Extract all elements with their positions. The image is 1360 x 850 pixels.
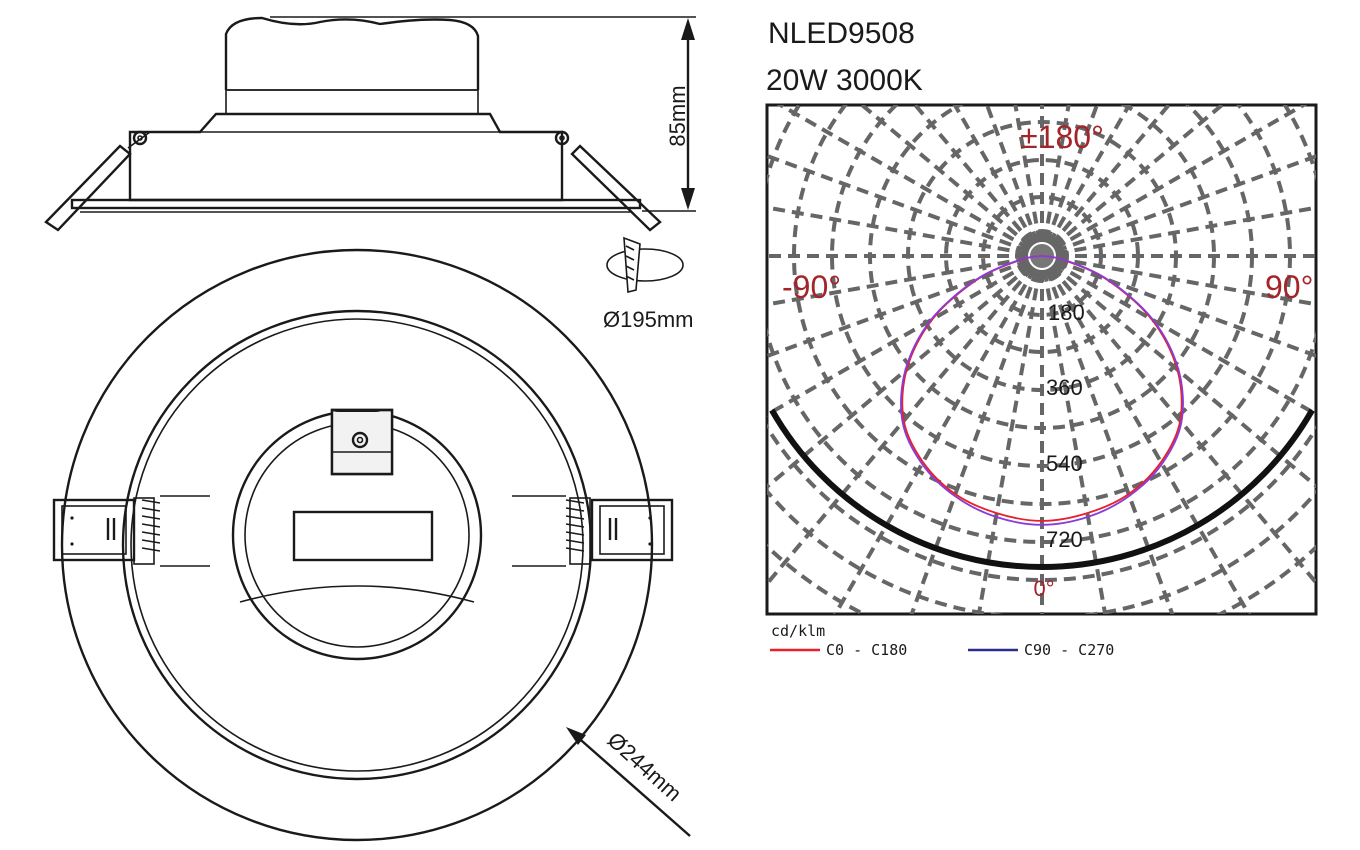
- polar-spoke: [858, 105, 1033, 249]
- polar-spoke: [1013, 105, 1042, 243]
- polar-spoke: [1051, 263, 1316, 489]
- polar-spoke: [1047, 267, 1252, 614]
- polar-spoke: [767, 261, 1031, 418]
- diameter-label: Ø244mm: [603, 727, 687, 806]
- polar-spoke: [1049, 265, 1316, 586]
- polar-spoke: [767, 153, 1030, 254]
- left-bracket: [52, 495, 210, 567]
- cutout-label: Ø195mm: [603, 307, 693, 332]
- inner-rim: [121, 309, 593, 781]
- polar-spoke: [1055, 256, 1316, 307]
- model-title: NLED9508: [768, 17, 915, 50]
- body-cone: [128, 112, 564, 202]
- height-dimension: 85mm: [270, 16, 696, 212]
- angle-top-label: ±180°: [1020, 119, 1104, 155]
- polar-spoke: [832, 267, 1037, 614]
- polar-spoke: [776, 105, 1031, 251]
- angle-bottom-label: 0°: [1033, 576, 1054, 601]
- polar-spoke: [767, 265, 1035, 587]
- polar-diagram: ±180° -90° 90° 0° 180 360 540 720: [765, 103, 1318, 616]
- angle-left-label: -90°: [782, 269, 841, 305]
- polar-spoke: [767, 263, 1033, 490]
- legend-c90-label: C90 - C270: [1024, 641, 1114, 659]
- diameter-dimension: Ø244mm: [566, 727, 691, 837]
- polar-spoke: [984, 105, 1040, 244]
- ring-label-540: 540: [1046, 451, 1083, 476]
- polar-spoke: [912, 105, 1035, 247]
- spec-subtitle: 20W 3000K: [766, 64, 923, 97]
- polar-spoke: [909, 268, 1040, 614]
- right-spring-clip: [554, 130, 662, 232]
- polar-spoke: [1049, 105, 1172, 247]
- polar-spoke: [767, 256, 1029, 307]
- polar-spoke: [1044, 105, 1100, 244]
- polar-spoke: [767, 258, 1030, 359]
- driver-window: [292, 510, 434, 562]
- cutout-saw-icon: Ø195mm: [603, 236, 693, 332]
- polar-spoke: [1054, 154, 1316, 254]
- polar-spoke: [1053, 261, 1316, 417]
- curve-c90-c270: [900, 255, 1184, 526]
- side-view: 85mm: [44, 16, 696, 232]
- polar-spoke: [1055, 205, 1316, 256]
- polar-spoke: [1053, 105, 1308, 251]
- top-connector: [330, 408, 394, 476]
- outer-rim: [60, 248, 654, 842]
- ring-label-720: 720: [1046, 527, 1083, 552]
- housing-top: [224, 16, 480, 90]
- polar-spoke: [1042, 105, 1071, 243]
- legend-c0-label: C0 - C180: [826, 641, 907, 659]
- polar-spoke: [767, 205, 1029, 256]
- polar-spoke: [1044, 268, 1175, 614]
- angle-right-label: 90°: [1265, 269, 1313, 305]
- polar-spoke: [952, 105, 1037, 245]
- polar-spoke: [1051, 105, 1226, 249]
- polar-outer-arc: [769, 408, 1315, 570]
- polar-spoke: [976, 269, 1042, 614]
- top-view: Ø244mm: [52, 248, 691, 842]
- ring-label-360: 360: [1046, 375, 1083, 400]
- right-bracket: [512, 495, 674, 567]
- polar-legend: cd/klm C0 - C180 C90 - C270: [770, 622, 1114, 659]
- unit-label: cd/klm: [771, 622, 825, 640]
- polar-spoke: [1042, 269, 1108, 614]
- polar-spoke: [1047, 105, 1132, 245]
- polar-spoke: [1054, 258, 1316, 358]
- ring-label-180: 180: [1048, 300, 1085, 325]
- height-label: 85mm: [665, 85, 690, 146]
- left-spring-clip: [44, 130, 151, 232]
